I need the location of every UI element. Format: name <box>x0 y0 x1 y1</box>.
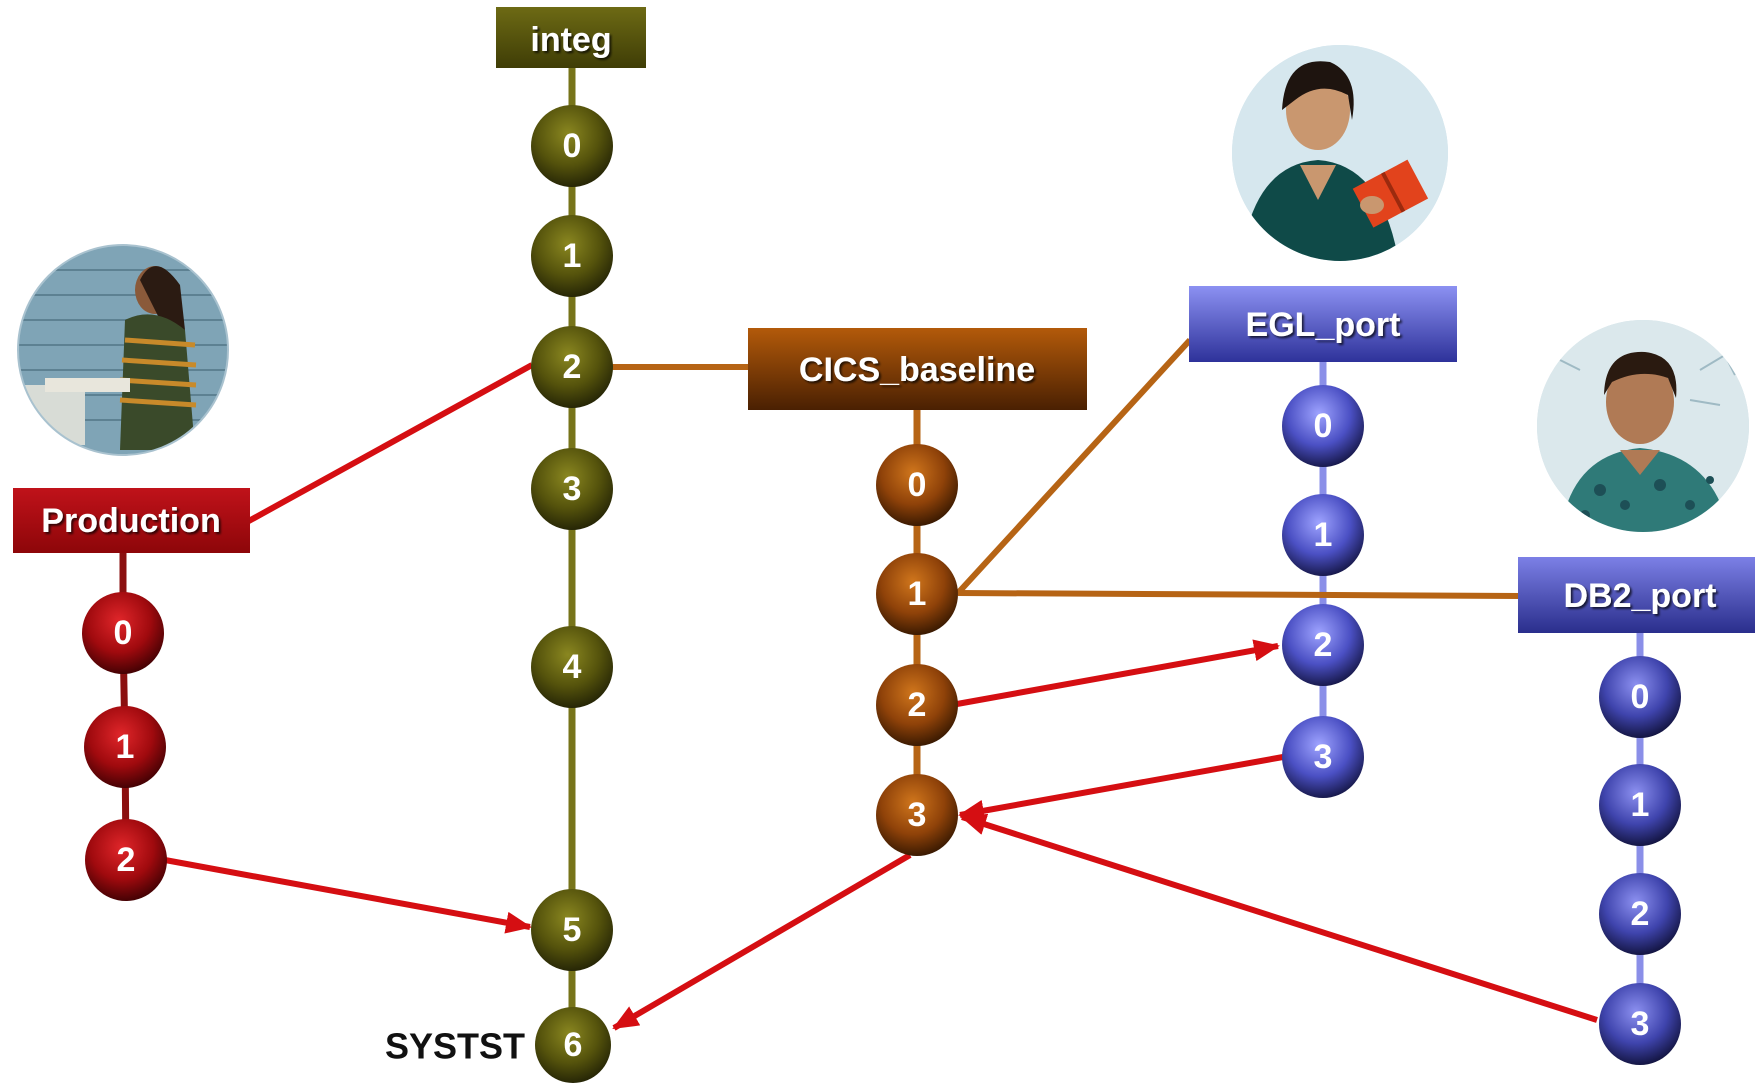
svg-text:1: 1 <box>563 237 582 275</box>
production-node-0: 0 <box>82 592 164 674</box>
woman-at-computer-photo <box>17 244 229 456</box>
merge-arrows <box>164 639 1598 1031</box>
cics-label-box: CICS_baseline <box>748 328 1087 410</box>
db2-label-box: DB2_port <box>1518 557 1755 633</box>
svg-text:1: 1 <box>1631 786 1650 824</box>
db2-node-0: 0 <box>1599 656 1681 738</box>
integ-node-5: 5 <box>531 889 613 971</box>
branch-cics-to-db2 <box>957 590 1521 599</box>
db2-label: DB2_port <box>1563 577 1716 615</box>
egl-node-0: 0 <box>1282 385 1364 467</box>
svg-text:3: 3 <box>563 470 582 508</box>
svg-text:0: 0 <box>1631 678 1650 716</box>
production-spine <box>119 550 130 861</box>
arrow-cics-2-to-egl-2 <box>956 639 1280 707</box>
db2-node-1: 1 <box>1599 764 1681 846</box>
cics-node-0: 0 <box>876 444 958 526</box>
branch-cics-to-egl <box>955 337 1193 596</box>
stream-nodes: 0 1 2 3 4 5 6 0 1 2 3 0 1 2 3 0 1 2 3 0 … <box>82 105 1681 1083</box>
arrow-egl-3-to-cics-3 <box>958 754 1284 822</box>
arrow-cics-3-to-integ-6 <box>612 852 912 1031</box>
svg-text:3: 3 <box>908 796 927 834</box>
integ-node-4: 4 <box>531 626 613 708</box>
db2-node-3: 3 <box>1599 983 1681 1065</box>
cics-label: CICS_baseline <box>799 351 1035 389</box>
svg-text:6: 6 <box>564 1026 583 1064</box>
cics-node-2: 2 <box>876 664 958 746</box>
svg-text:3: 3 <box>1631 1005 1650 1043</box>
egl-node-2: 2 <box>1282 604 1364 686</box>
svg-text:2: 2 <box>563 348 582 386</box>
integ-node-2: 2 <box>531 326 613 408</box>
production-node-2: 2 <box>85 819 167 901</box>
svg-text:1: 1 <box>908 575 927 613</box>
svg-text:2: 2 <box>1631 895 1650 933</box>
svg-text:1: 1 <box>1314 516 1333 554</box>
db2-node-2: 2 <box>1599 873 1681 955</box>
integ-node-0: 0 <box>531 105 613 187</box>
branch-production-to-integ <box>245 362 534 525</box>
smiling-man-photo <box>1537 320 1749 532</box>
svg-text:0: 0 <box>563 127 582 165</box>
integ-label: integ <box>530 21 611 59</box>
cics-node-3: 3 <box>876 774 958 856</box>
arrow-production-2-to-integ-5 <box>164 857 532 934</box>
cics-node-1: 1 <box>876 553 958 635</box>
systst-label: SYSTST <box>385 1026 525 1067</box>
egl-node-3: 3 <box>1282 716 1364 798</box>
svg-text:2: 2 <box>117 841 136 879</box>
svg-text:2: 2 <box>908 686 927 724</box>
integ-node-3: 3 <box>531 448 613 530</box>
svg-text:0: 0 <box>1314 407 1333 445</box>
svg-text:3: 3 <box>1314 738 1333 776</box>
integ-node-6: 6 <box>535 1007 611 1083</box>
egl-node-1: 1 <box>1282 494 1364 576</box>
svg-text:0: 0 <box>114 614 133 652</box>
production-label-box: Production <box>13 488 250 553</box>
egl-label-box: EGL_port <box>1189 286 1457 362</box>
stream-labels: integ CICS_baseline EGL_port DB2_port Pr… <box>13 7 1755 633</box>
integ-node-1: 1 <box>531 215 613 297</box>
svg-text:1: 1 <box>116 728 135 766</box>
production-node-1: 1 <box>84 706 166 788</box>
woman-with-notebook-photo <box>1232 45 1448 261</box>
svg-text:4: 4 <box>563 648 582 686</box>
svg-text:5: 5 <box>563 911 582 949</box>
svg-text:0: 0 <box>908 466 927 504</box>
integ-label-box: integ <box>496 7 646 68</box>
egl-label: EGL_port <box>1246 306 1401 344</box>
arrow-db2-3-to-cics-3 <box>960 813 1598 1023</box>
production-label: Production <box>41 502 220 540</box>
svg-text:2: 2 <box>1314 626 1333 664</box>
